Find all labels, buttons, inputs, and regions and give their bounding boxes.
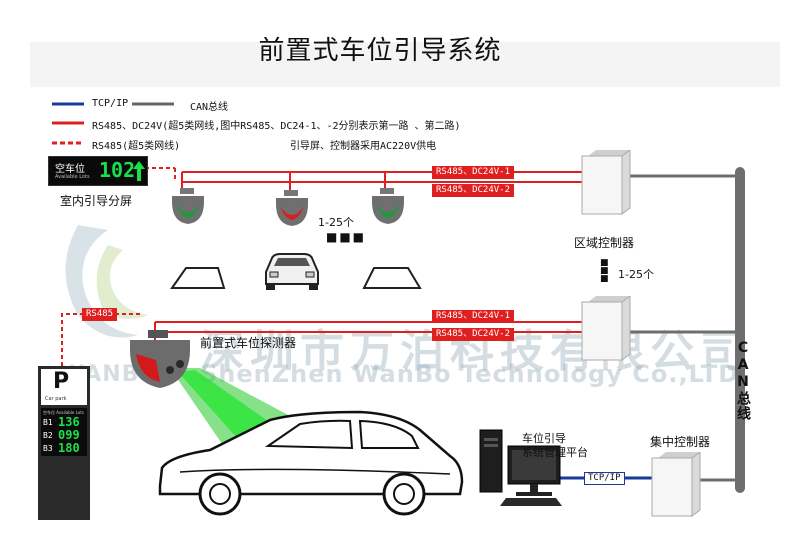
p-letter: P [53,369,70,394]
car-silhouette-icon [158,410,464,516]
floor-label-b1: B1 [43,418,53,427]
bus-tag-2-bottom: RS485、DC24V-2 [432,328,515,341]
floor-count-b2: 099 [58,428,80,442]
outdoor-rs485-link [61,313,140,368]
ceiling-detector-3 [372,188,404,224]
central-controller-label: 集中控制器 [650,435,711,449]
controller-count-label: 1-25个 [618,268,654,281]
bus-tag-rs485: RS485 [82,308,118,321]
arrow-up-icon [133,161,145,181]
front-detector [130,330,190,388]
computer-icon [479,429,562,506]
parking-bay-left [170,267,226,289]
bus-tag-2-top: RS485、DC24V-2 [432,184,515,197]
power-note: 引导屏、控制器采用AC220V供电 [290,141,437,152]
ceiling-detector-2 [276,190,308,226]
can-bus-label: CAN总线 [735,340,751,421]
indoor-screen-caption: 室内引导分屏 [60,194,133,208]
platform-label-line1: 车位引导 [522,432,566,445]
zone-controller-label: 区域控制器 [574,236,635,250]
parked-car-icon [265,253,319,290]
floor-label-b3: B3 [43,444,53,453]
indoor-screen-label: 空车位 [55,164,85,175]
page-title: 前置式车位引导系统 [258,36,502,66]
legend-can-label: CAN总线 [190,102,229,113]
indoor-guide-screen: 空车位 Available Lots 102 [48,156,148,186]
ceiling-detector-1 [172,188,204,224]
zone-controller-bottom [581,296,631,361]
title-band [30,42,780,87]
floor-count-b3: 180 [58,441,80,455]
p-panel: P Car park [41,369,87,405]
parking-bay-right [362,267,422,289]
parking-bays [170,267,422,289]
watermark-en: ShenZhen WanBo Technology Co.,LTD [200,360,740,388]
bus-tag-1-bottom: RS485、DC24V-1 [432,310,515,323]
ellipsis-icon: ■■■ [326,230,367,244]
zone-controller-top [581,150,631,215]
floor-count-b1: 136 [58,415,80,429]
legend-rs485-label: RS485、DC24V(超5类网线,图中RS485、DC24-1、-2分别表示第… [92,121,461,132]
front-detector-label: 前置式车位探测器 [200,336,297,350]
vertical-ellipsis-icon: ■■■ [600,258,609,284]
availability-panel: 空车位 Available Lots B1 136 B2 099 B3 180 [41,408,87,456]
bus-tag-1-top: RS485、DC24V-1 [432,166,515,179]
floor-label-b2: B2 [43,431,53,440]
legend-lines [52,102,174,145]
tcp-link-tag: TCP/IP [584,472,625,485]
indoor-screen-count: 102 [99,158,136,182]
detector-count-label: 1-25个 [318,216,354,229]
central-controller [651,452,701,517]
p-subtitle: Car park [45,396,67,402]
availability-header: 空车位 Available Lots [43,410,84,415]
outdoor-guide-sign: P Car park 空车位 Available Lots B1 136 B2 … [38,366,90,520]
legend-tcp-label: TCP/IP [92,98,129,109]
platform-label-line2: 系统管理平台 [522,446,588,459]
legend-rs485-dash-label: RS485(超5类网线) [92,141,181,152]
indoor-screen-sublabel: Available Lots [55,174,90,180]
